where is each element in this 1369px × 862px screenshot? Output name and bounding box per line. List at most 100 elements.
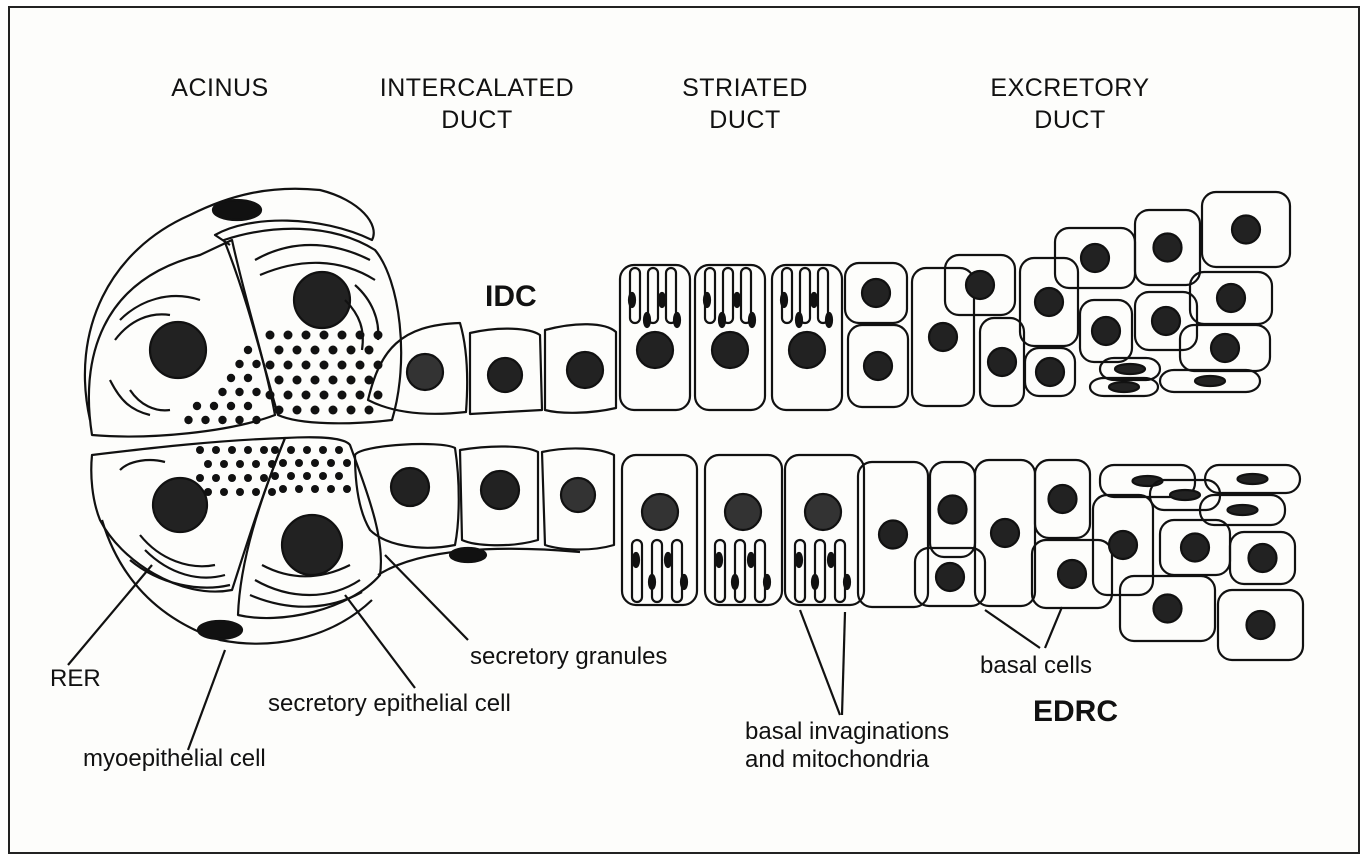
mitochondrion	[826, 313, 832, 327]
nucleus	[1249, 544, 1277, 572]
nucleus	[936, 563, 964, 591]
secretory-granule	[266, 391, 275, 400]
basal-invagination	[835, 540, 845, 602]
nucleus	[1058, 560, 1086, 588]
secretory-granule	[252, 388, 260, 396]
secretory-granule	[311, 485, 319, 493]
secretory-granule	[227, 402, 235, 410]
nucleus	[1081, 244, 1109, 272]
secretory-granule	[335, 472, 343, 480]
basal-invagination	[632, 540, 642, 602]
nucleus	[1232, 216, 1260, 244]
secretory-granule	[266, 331, 275, 340]
label-myoepithelial-cell: myoepithelial cell	[83, 745, 266, 773]
secretory-granule	[220, 460, 228, 468]
mitochondrion	[796, 553, 802, 567]
label-secretory-epithelial-cell: secretory epithelial cell	[268, 690, 511, 718]
secretory-granule	[319, 446, 327, 454]
mitochondrion	[811, 293, 817, 307]
header-line: INTERCALATED	[352, 72, 602, 104]
secretory-granule	[266, 361, 275, 370]
nucleus	[862, 279, 890, 307]
nucleus	[1109, 531, 1137, 559]
mitochondrion	[796, 313, 802, 327]
nucleus	[1211, 334, 1239, 362]
nucleus	[1247, 611, 1275, 639]
acinar-nucleus	[150, 322, 206, 378]
secretory-granule	[311, 406, 320, 415]
basal-invagination	[755, 540, 765, 602]
nucleus	[864, 352, 892, 380]
secretory-granule	[374, 391, 383, 400]
nucleus	[1092, 317, 1120, 345]
myoepithelial-nucleus-bottom	[198, 621, 242, 639]
secretory-granule	[335, 446, 343, 454]
nucleus	[637, 332, 673, 368]
secretory-granule	[193, 402, 201, 410]
secretory-granule	[212, 474, 220, 482]
secretory-granule	[327, 459, 335, 467]
secretory-granule	[303, 446, 311, 454]
secretory-granule	[347, 346, 356, 355]
secretory-granule	[329, 376, 338, 385]
secretory-granule	[338, 391, 347, 400]
nucleus	[1217, 284, 1245, 312]
secretory-granule	[287, 446, 295, 454]
label-basal-cells: basal cells	[980, 652, 1092, 680]
secretory-granule	[293, 376, 302, 385]
mitochondrion	[665, 553, 671, 567]
secretory-granule	[196, 446, 204, 454]
label-line: and mitochondria	[745, 746, 949, 774]
basal-invagination	[672, 540, 682, 602]
mitochondrion	[716, 553, 722, 567]
secretory-granule	[320, 391, 329, 400]
secretory-granule	[338, 361, 347, 370]
basal-invagination	[815, 540, 825, 602]
nucleus	[939, 496, 967, 524]
secretory-granule	[295, 459, 303, 467]
secretory-granule	[343, 459, 351, 467]
basal-invagination	[795, 540, 805, 602]
secretory-granule	[295, 485, 303, 493]
secretory-granule	[287, 472, 295, 480]
secretory-granule	[235, 416, 243, 424]
nucleus	[1152, 307, 1180, 335]
secretory-granule	[227, 374, 235, 382]
secretory-granule	[365, 406, 374, 415]
nucleus	[1035, 288, 1063, 316]
mitochondrion	[749, 313, 755, 327]
nucleus	[712, 332, 748, 368]
secretory-granule	[244, 346, 252, 354]
secretory-granule	[347, 406, 356, 415]
secretory-granule	[275, 346, 284, 355]
secretory-granule	[327, 485, 335, 493]
secretory-granule	[271, 472, 279, 480]
secretory-granule	[320, 361, 329, 370]
basal-invagination	[715, 540, 725, 602]
label-rer: RER	[50, 665, 101, 693]
secretory-granule	[284, 331, 293, 340]
secretory-granule	[268, 488, 276, 496]
secretory-granule	[228, 474, 236, 482]
secretory-granule	[293, 346, 302, 355]
secretory-granule	[268, 460, 276, 468]
basal-invagination	[652, 540, 662, 602]
mitochondrion	[844, 575, 850, 589]
secretory-granule	[220, 488, 228, 496]
nucleus	[1170, 490, 1200, 500]
nucleus	[725, 494, 761, 530]
header-line: DUCT	[352, 104, 602, 136]
nucleus	[1036, 358, 1064, 386]
nucleus	[642, 494, 678, 530]
striated-duct-group	[620, 265, 864, 605]
secretory-granule	[284, 361, 293, 370]
acinar-nucleus	[153, 478, 207, 532]
secretory-granule	[244, 402, 252, 410]
header-line: EXCRETORY	[950, 72, 1190, 104]
secretory-granule	[218, 388, 226, 396]
secretory-granule	[279, 485, 287, 493]
nucleus	[805, 494, 841, 530]
nucleus	[966, 271, 994, 299]
secretory-granule	[235, 360, 243, 368]
secretory-granule	[311, 376, 320, 385]
